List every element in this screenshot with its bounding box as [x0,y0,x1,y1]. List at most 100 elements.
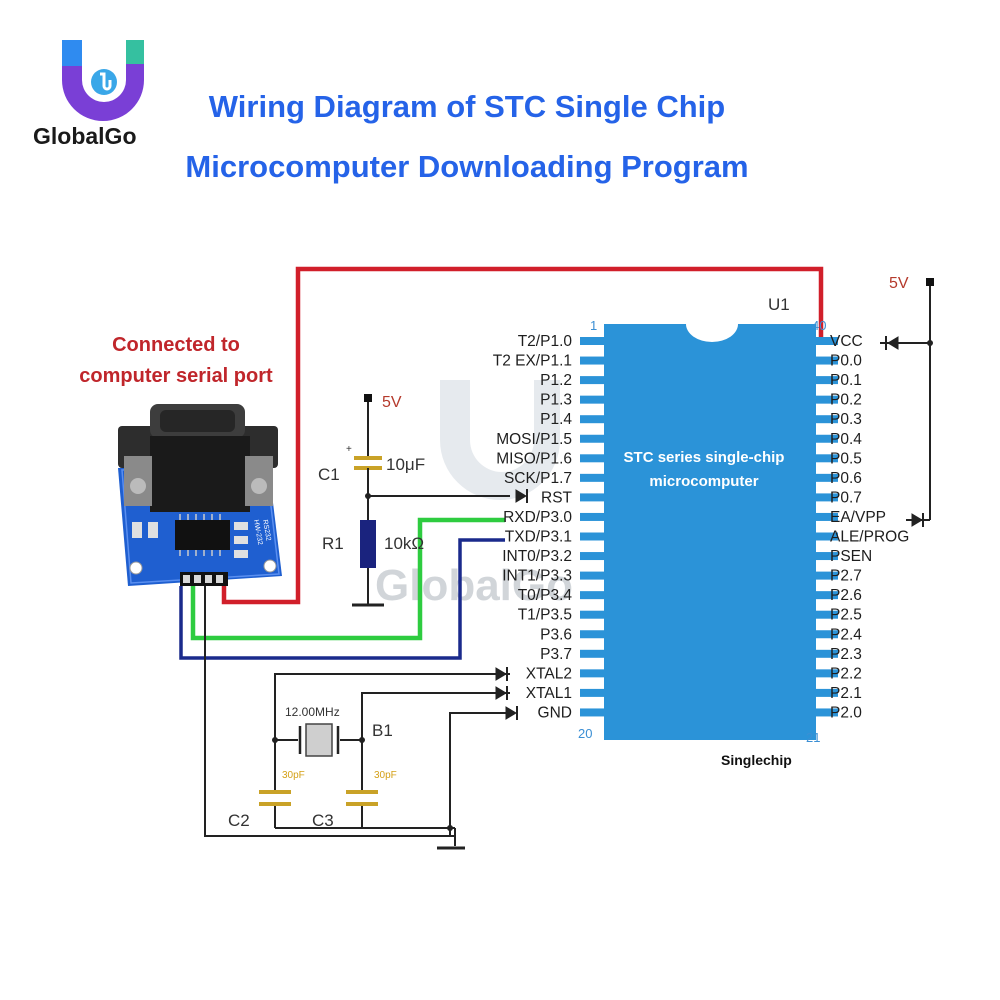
chip-right-pin-label: P0.3 [830,411,862,428]
chip-right-pin-label: PSEN [830,548,872,565]
chip-right-pin [816,473,838,482]
watermark: GlobalGo [375,380,573,610]
chip-left-pin [580,376,604,385]
chip-left-pin-label: INT0/P3.2 [502,548,572,565]
chip-left-pin [580,571,604,580]
reset-circuit: 5V + C1 10μF R1 10kΩ [318,394,510,607]
crystal-value: 12.00MHz [285,705,340,719]
chip-right-pin [816,571,838,580]
chip-right-pin-label: P2.0 [830,704,862,721]
chip-left-pin-label: GND [538,704,572,721]
chip-left-pin [580,415,604,424]
chip-left-pin-label: SCK/P1.7 [504,470,572,487]
r1-name: R1 [322,534,344,553]
crystal-name: B1 [372,721,393,740]
c3-value: 30pF [374,770,397,781]
pin-20-number: 20 [578,726,592,741]
chip-left-pin [580,669,604,678]
chip-right-pin-label: EA/VPP [830,509,886,526]
chip-left-pin-label: T2 EX/P1.1 [493,353,572,370]
chip-left-pin-label: RST [541,489,573,506]
chip-right-pin-label: P2.6 [830,587,862,604]
chip-right-pin [816,356,838,365]
chip-left-pin-label: XTAL1 [526,685,572,702]
chip-designator: U1 [768,295,790,314]
chip-left-pin [580,610,604,619]
r1-value: 10kΩ [384,534,424,553]
signal-arrows [495,336,924,720]
chip-right-pin [816,688,838,697]
chip-right-pin [816,337,838,345]
chip-left-pin [580,630,604,639]
chip-right-pin [816,669,838,678]
pin-40-number: 40 [812,318,826,333]
rst-5v-label: 5V [382,394,402,411]
chip-right-pin-label: P0.7 [830,489,862,506]
title-line-1: Wiring Diagram of STC Single Chip [209,89,725,124]
chip-left-pin-label: T0/P3.4 [518,587,573,604]
chip-right-pin-label: ALE/PROG [830,529,909,546]
chip-right-pin-label: P2.4 [830,626,862,643]
c3-name: C3 [312,811,334,830]
chip-left-pin-label: MISO/P1.6 [496,450,572,467]
chip-right-pin [816,630,838,639]
chip-right-pin [816,493,838,502]
vcc-wire [221,266,824,605]
crystal-circuit: 12.00MHz B1 30pF C2 30pF C3 [228,673,510,850]
logo-wordmark: GlobalGo [33,123,137,149]
chip-left-pin [580,493,604,502]
c2-name: C2 [228,811,250,830]
supply-5v-right: 5V [880,275,934,521]
chip-right-pin-label: P0.1 [830,372,862,389]
chip-left-pin [580,473,604,482]
chip-right-pin [816,591,838,600]
title-line-2: Microcomputer Downloading Program [185,149,748,184]
chip-left-pin-label: P3.7 [540,646,572,663]
chip-right-pin-label: P2.7 [830,568,862,585]
chip-right-pin-label: P2.2 [830,665,862,682]
chip-right-pin-label: P0.5 [830,450,862,467]
chip-right-pin [816,552,838,561]
chip-right-pin [816,512,838,521]
chip-left-pin [580,532,604,541]
chip-left-pin [580,434,604,443]
chip-left-pin [580,395,604,404]
pin-1-number: 1 [590,318,597,333]
chip-left-pin-label: XTAL2 [526,665,572,682]
chip-right-pin-label: VCC [830,333,863,350]
chip-left-pin-label: P1.4 [540,411,572,428]
module-silkscreen-1: HW-232 [252,519,263,545]
chip-left-pin [580,649,604,658]
c1-name: C1 [318,465,340,484]
chip-u1: U1 1 40 20 21 STC series single-chip mic… [493,295,910,745]
chip-left-pin [580,512,604,521]
c2-value: 30pF [282,770,305,781]
chip-left-pin-label: P3.6 [540,626,572,643]
gnd-wire [204,586,455,837]
chip-caption: Singlechip [721,752,792,768]
chip-right-pin-label: P0.2 [830,392,862,409]
chip-left-pin [580,454,604,463]
chip-left-pin [580,356,604,365]
c1-value: 10μF [386,455,425,474]
module-silkscreen-2: RS232 [261,519,272,541]
svg-text:+: + [346,444,352,455]
chip-right-pin [816,395,838,404]
chip-right-pin [816,532,838,541]
rxd-wire [190,517,505,641]
serial-port-note-line-1: Connected to [112,334,240,356]
txd-wire [179,538,505,660]
serial-port-note-line-2: computer serial port [79,365,273,387]
chip-left-pin-label: INT1/P3.3 [502,568,572,585]
chip-left-pin-label: T1/P3.5 [518,607,572,624]
chip-left-pin [580,337,604,345]
pin-21-number: 21 [806,730,820,745]
chip-left-pin [580,688,604,697]
chip-right-pin-label: P2.5 [830,607,862,624]
chip-right-pin [816,415,838,424]
chip-left-pin-label: P1.3 [540,392,572,409]
chip-left-pin-label: TXD/P3.1 [505,529,572,546]
chip-right-pin [816,434,838,443]
chip-left-pin-label: T2/P1.0 [518,333,573,350]
